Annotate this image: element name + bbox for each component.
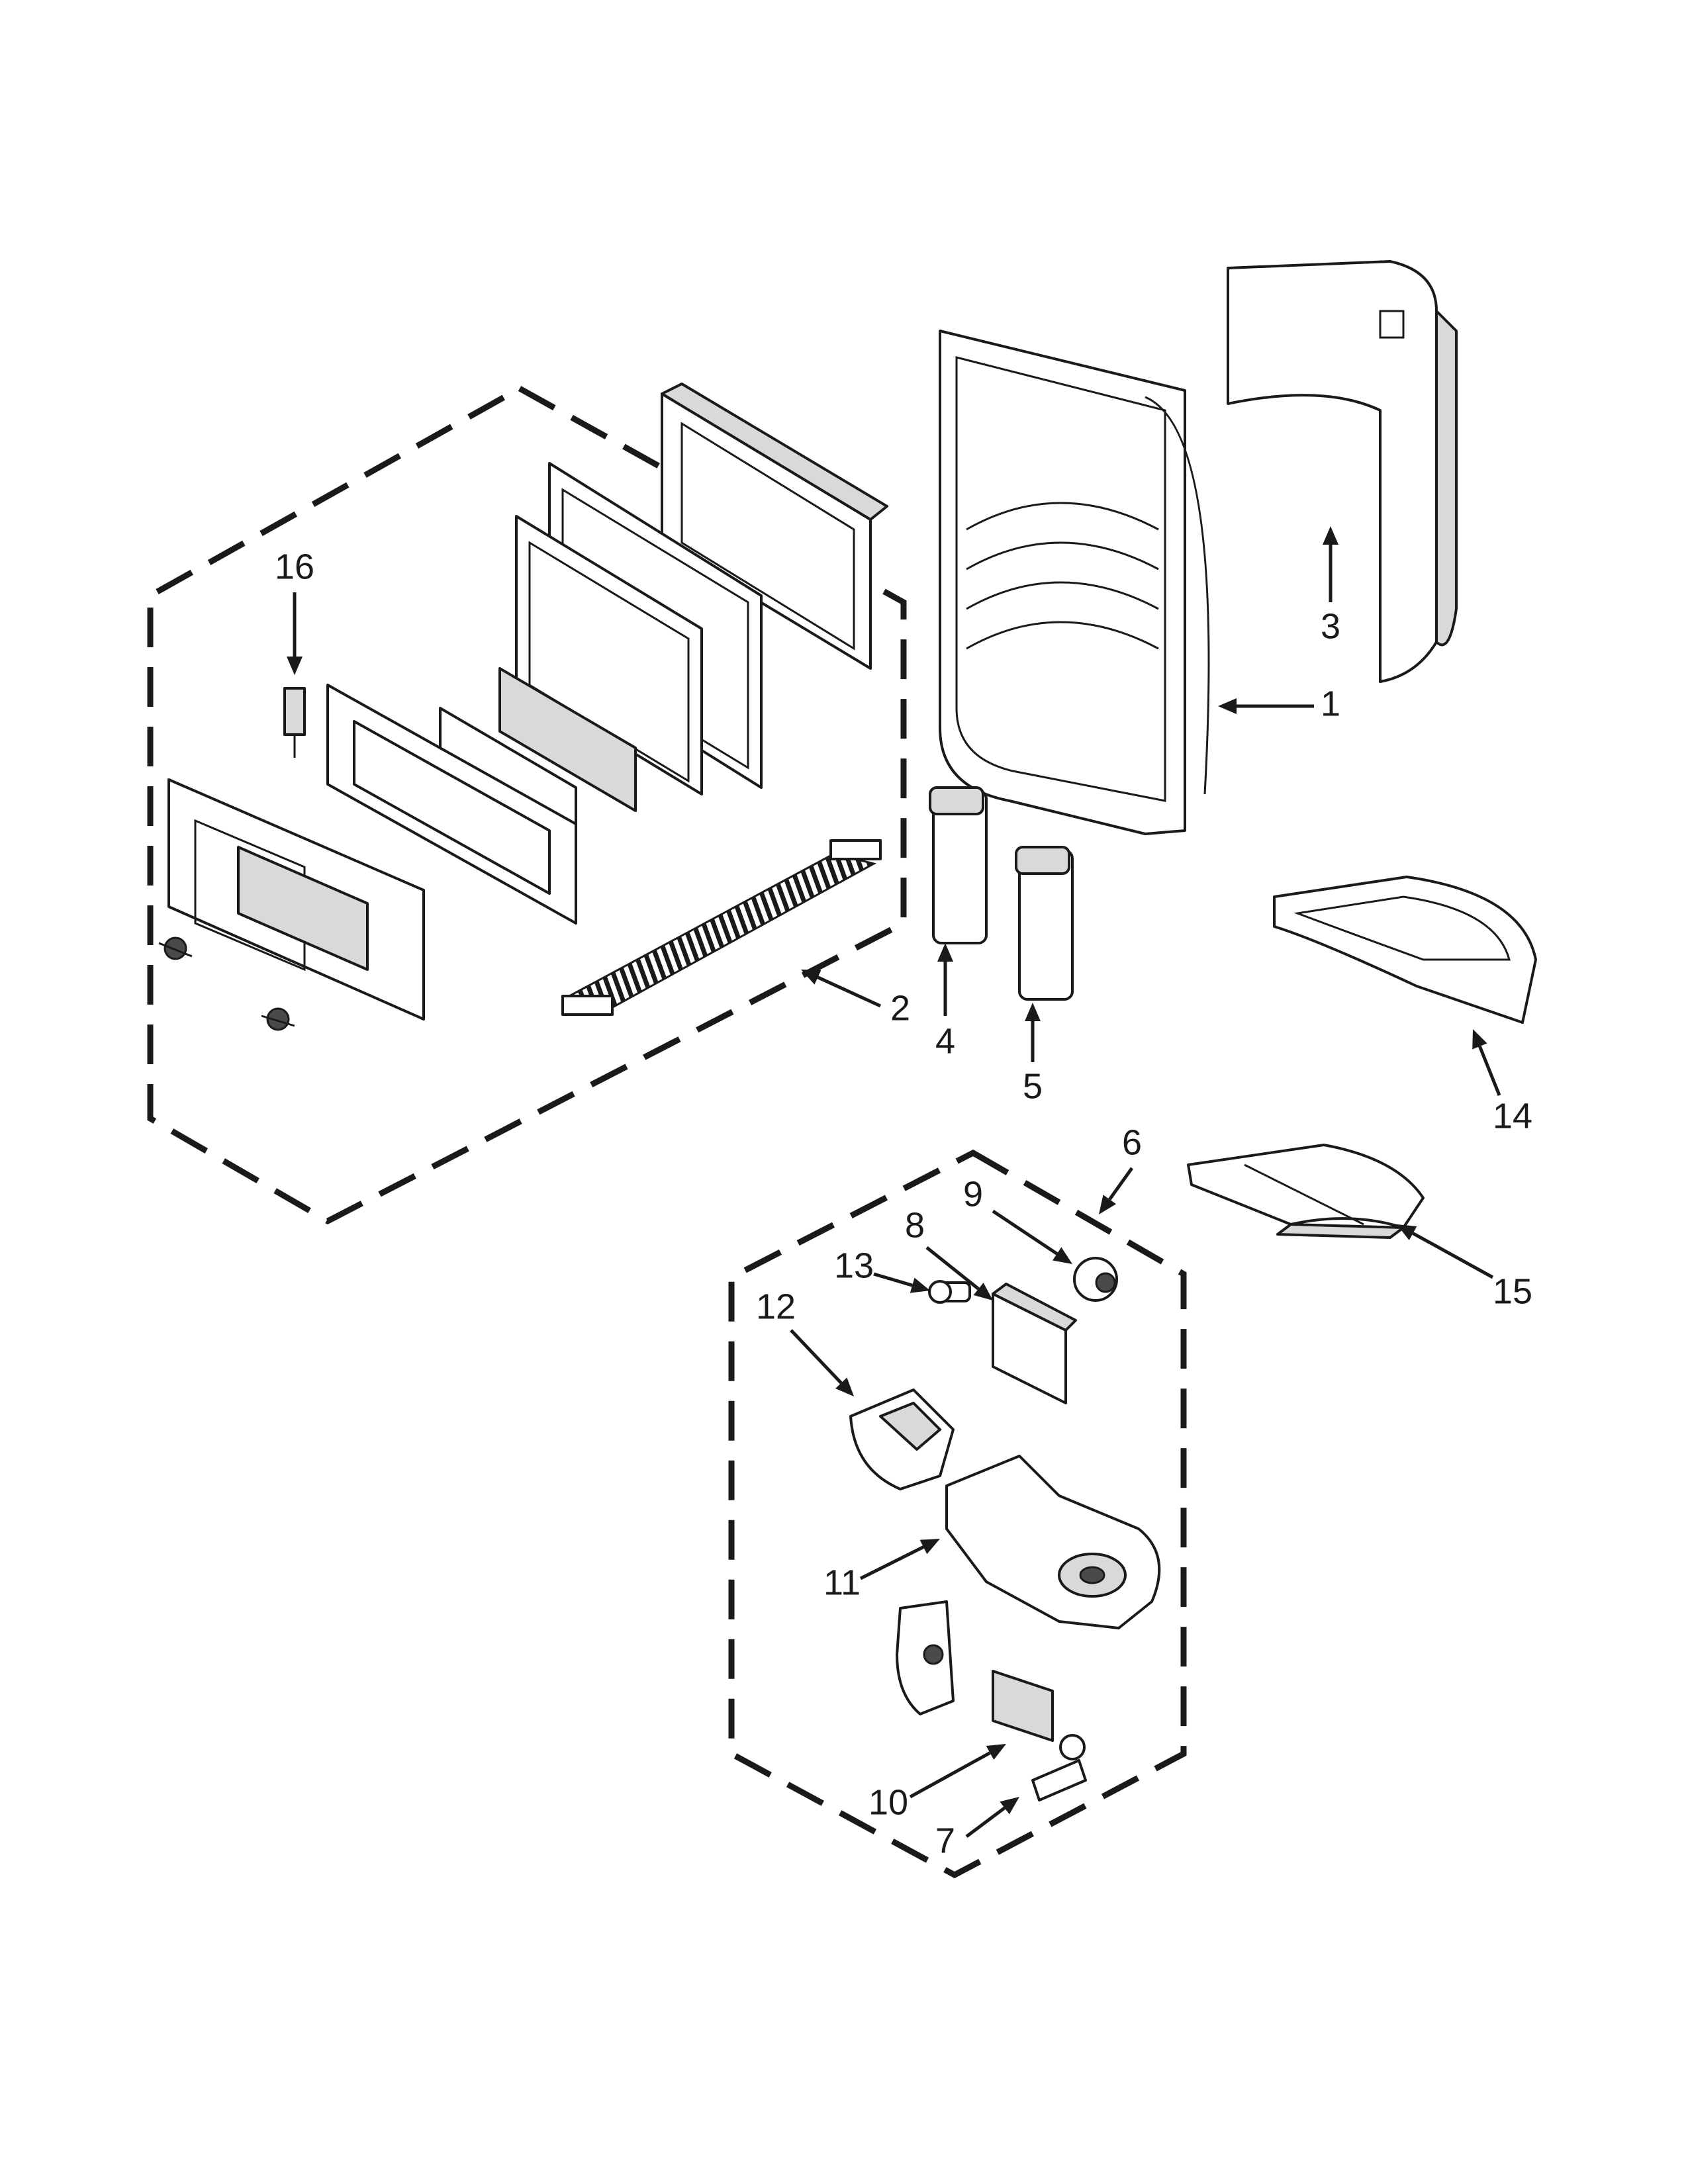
pad-part-4 (929, 786, 988, 944)
ribbon-cable-part (561, 839, 882, 1016)
callout-12: 12 (756, 1287, 796, 1326)
callout-7: 7 (935, 1821, 955, 1860)
arrowhead-8 (973, 1283, 993, 1300)
connector-part (283, 687, 306, 758)
leader-line-9 (992, 1209, 1058, 1255)
callout-13: 13 (834, 1246, 874, 1285)
chute-cover-part (1227, 260, 1458, 683)
drip-tray-part (1187, 1144, 1425, 1239)
control-housing-part (661, 383, 888, 670)
arrowhead-5 (1025, 1003, 1041, 1021)
callout-2: 2 (890, 988, 910, 1028)
pad-part-5 (1015, 846, 1074, 1001)
callout-1: 1 (1321, 684, 1340, 723)
leader-line-10 (909, 1751, 991, 1799)
callout-15: 15 (1493, 1271, 1532, 1311)
leader-line-13 (873, 1272, 913, 1287)
arrowhead-3 (1323, 526, 1338, 545)
callout-10: 10 (868, 1782, 908, 1822)
actuator-part (1073, 1257, 1118, 1302)
callout-8: 8 (905, 1205, 925, 1245)
circuit-board-part (515, 462, 763, 796)
callout-3: 3 (1321, 606, 1340, 646)
control-panel-fascia-part (167, 778, 425, 1021)
funnel-part (849, 1388, 955, 1490)
screw-part-13 (928, 1280, 971, 1304)
arrowhead-6 (1099, 1195, 1117, 1214)
dispenser-module-boundary (728, 1149, 1187, 1879)
callout-9: 9 (963, 1174, 983, 1214)
switch-part (992, 1670, 1054, 1742)
display-frame-part (326, 684, 577, 925)
callout-11: 11 (823, 1563, 861, 1602)
arrowhead-12 (835, 1377, 854, 1396)
leader-line-7 (965, 1806, 1006, 1839)
callout-5: 5 (1023, 1066, 1043, 1106)
callout-16: 16 (275, 547, 314, 586)
fitting-part (1031, 1734, 1087, 1801)
leader-line-6 (1108, 1167, 1134, 1201)
control-assembly-boundary (147, 385, 907, 1225)
leader-line-14 (1478, 1046, 1501, 1096)
callout-14: 14 (1493, 1096, 1532, 1136)
arrowhead-15 (1397, 1224, 1417, 1241)
leader-line-12 (790, 1329, 843, 1385)
screw-part-1 (158, 936, 193, 960)
arrowhead-14 (1472, 1029, 1487, 1050)
arrowhead-10 (986, 1744, 1006, 1760)
arrowhead-4 (937, 943, 953, 962)
arrowhead-7 (1000, 1797, 1019, 1815)
drip-tray-grille-part (1273, 876, 1537, 1024)
leader-line-15 (1412, 1232, 1494, 1279)
arrowhead-1 (1218, 698, 1237, 714)
leader-line-8 (925, 1246, 980, 1291)
arrowhead-9 (1053, 1247, 1072, 1264)
arrowhead-16 (287, 657, 303, 675)
leader-line-2 (817, 976, 882, 1008)
callout-6: 6 (1122, 1122, 1142, 1162)
arrowhead-2 (801, 970, 821, 985)
leader-line-11 (859, 1545, 925, 1580)
callout-4: 4 (935, 1021, 955, 1061)
dispenser-housing-part (939, 330, 1210, 835)
paddle-part (896, 1600, 955, 1715)
bracket-part (992, 1283, 1077, 1404)
leader-lines (287, 526, 1501, 1839)
arrowhead-11 (919, 1539, 940, 1555)
screw-part-2 (261, 1007, 295, 1031)
dispenser-base-part (945, 1455, 1161, 1629)
arrowhead-13 (910, 1277, 930, 1293)
